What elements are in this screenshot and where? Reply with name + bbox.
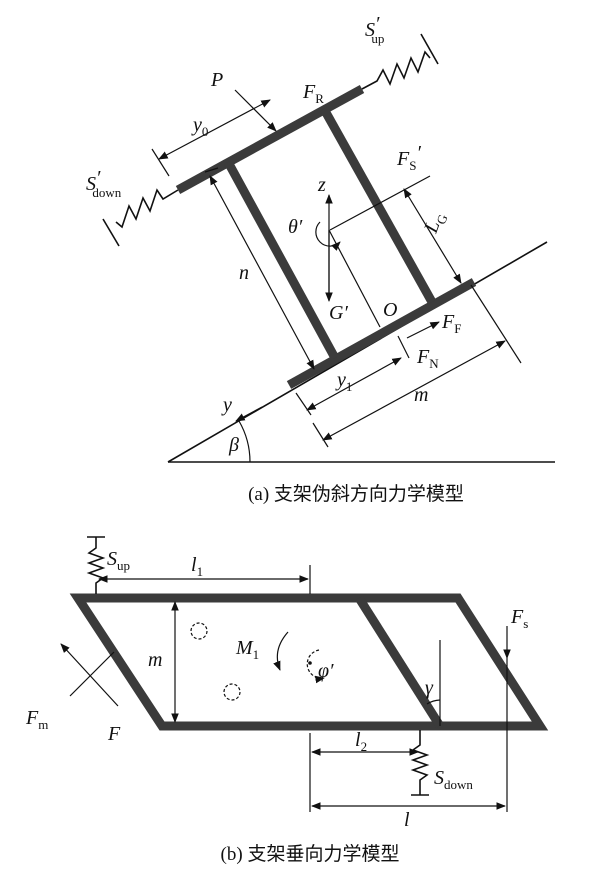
label-f: F (107, 723, 121, 745)
label-g-prime: G′ (329, 302, 348, 324)
diagram-a: P FR S′up y0 S′down FS′ z θ′ LG n G′ O F… (86, 13, 555, 505)
label-f-r: FR (302, 81, 324, 106)
label-f-m: Fm (25, 707, 48, 732)
y-axis-arrow (235, 406, 263, 422)
label-l-g: LG (420, 209, 451, 238)
y1-extension-left (295, 392, 312, 416)
diagram-b: Sup l1 Fs m M1 φ′ γ Fm F l2 Sdown l (b) … (25, 536, 549, 865)
label-s-up-prime: S′up (365, 13, 384, 46)
label-f-n: FN (416, 346, 439, 371)
label-s-down-b: Sdown (434, 767, 473, 792)
label-y0: y0 (191, 114, 208, 139)
beta-arc (238, 420, 251, 463)
n-extension-top (204, 167, 219, 173)
label-m-a: m (414, 384, 428, 406)
gamma-arc (426, 699, 441, 705)
label-s-up-b: Sup (107, 548, 130, 573)
label-l2: l2 (355, 729, 367, 754)
label-gamma: γ (425, 677, 434, 699)
label-n: n (239, 262, 249, 284)
top-canopy-plate (175, 85, 365, 194)
label-m1: M1 (235, 637, 259, 662)
inner-divider (355, 595, 444, 729)
support-outline (69, 593, 549, 731)
spring-s-up-a (361, 33, 439, 90)
m-extension-left (312, 422, 329, 448)
spring-s-up-b (86, 536, 106, 594)
m-extension-right (470, 284, 522, 364)
label-f-s-b: Fs (510, 606, 528, 631)
phi-center-dot (308, 661, 312, 665)
spring-s-down-b (410, 730, 430, 796)
y0-dimension (158, 99, 271, 160)
dashed-circle-1 (190, 622, 208, 640)
m-dimension (322, 340, 506, 441)
force-fm-arrow (60, 643, 119, 707)
label-z: z (317, 174, 326, 196)
label-y: y (221, 394, 232, 416)
friction-ff-arrow (406, 321, 440, 339)
spring-s-down-a (102, 188, 179, 247)
label-l1: l1 (191, 554, 203, 579)
fs-line (329, 175, 431, 231)
moment-m1-arrow (273, 631, 289, 671)
caption-a: (a) 支架伪斜方向力学模型 (248, 483, 464, 505)
fn-tick (397, 335, 410, 359)
phi-rotation-arrow (306, 649, 325, 684)
label-s-down-prime: S′down (86, 167, 122, 200)
label-phi: φ′ (318, 660, 334, 682)
label-l: l (404, 809, 410, 831)
right-leg (320, 106, 436, 305)
label-beta: β (228, 434, 239, 456)
y0-extension-left (151, 148, 170, 177)
dashed-circle-2 (223, 683, 241, 701)
n-dimension (209, 175, 315, 370)
label-m-b: m (148, 649, 162, 671)
caption-b: (b) 支架垂向力学模型 (221, 843, 400, 865)
svg-text:LG: LG (420, 209, 451, 238)
label-f-f: FF (441, 311, 461, 336)
lg-dimension (403, 188, 462, 284)
label-f-s-prime: FS′ (396, 142, 421, 173)
label-o: O (383, 299, 397, 321)
label-p: P (210, 69, 223, 91)
force-f-line (69, 651, 115, 697)
label-y1: y1 (335, 369, 352, 394)
force-p-arrow (234, 89, 277, 132)
theta-rotation-arrow (315, 221, 341, 251)
label-theta: θ′ (288, 216, 303, 238)
